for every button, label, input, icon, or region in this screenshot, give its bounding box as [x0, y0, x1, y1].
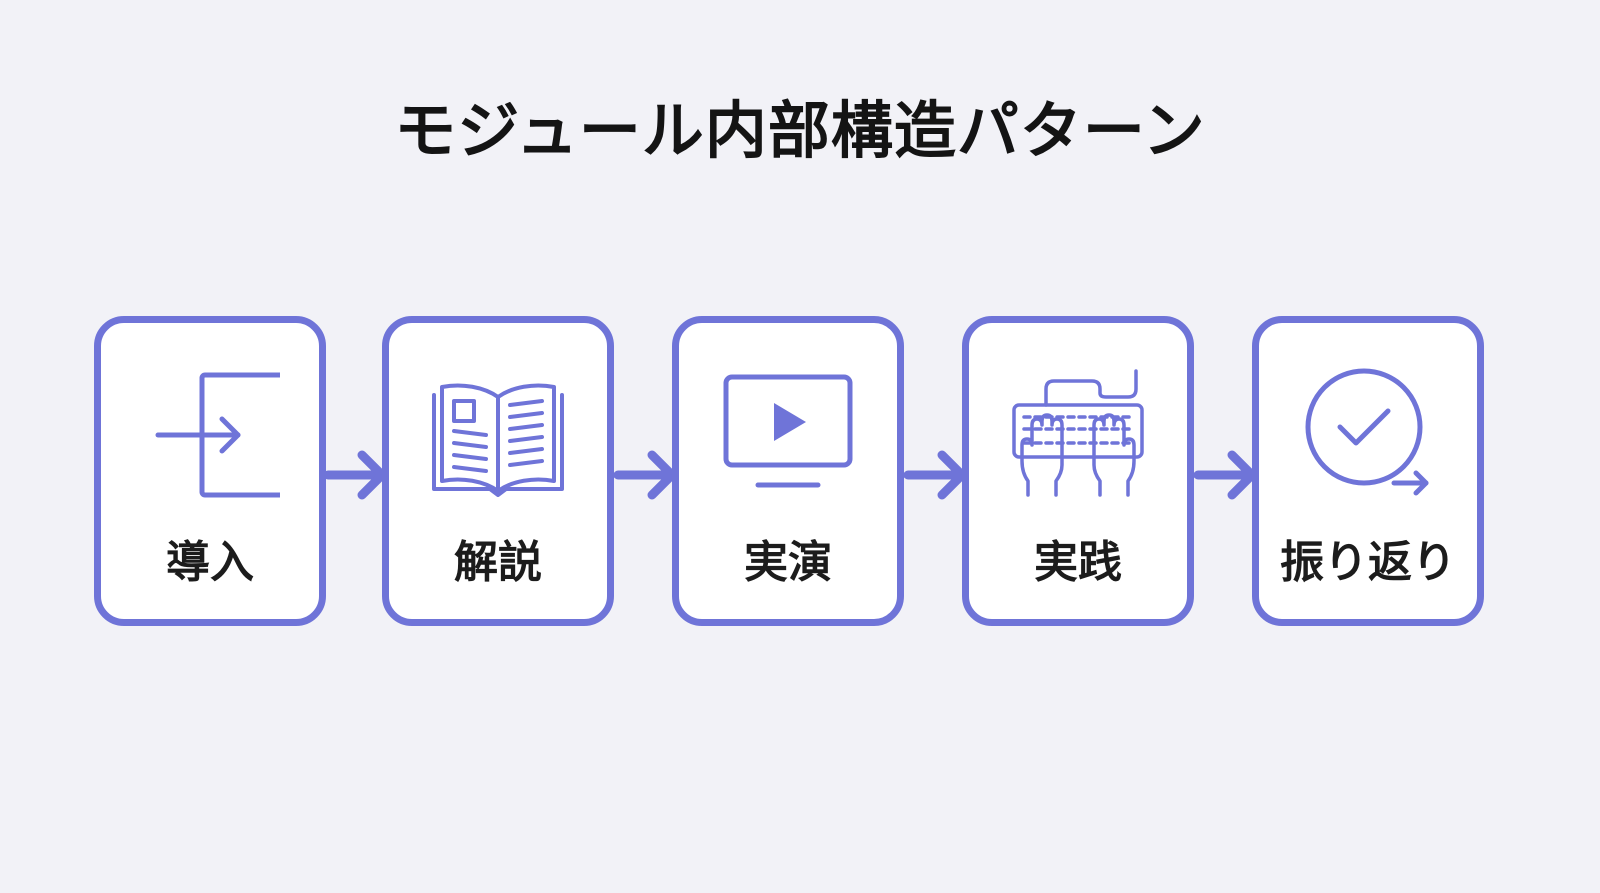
step-card-explanation: 解説: [382, 316, 614, 626]
open-book-icon: [428, 365, 568, 505]
check-circle-icon: [1298, 365, 1438, 505]
step-label: 振り返り: [1280, 537, 1456, 588]
step-label: 実演: [744, 537, 832, 588]
step-card-practice: 実践: [962, 316, 1194, 626]
step-card-reflection: 振り返り: [1252, 316, 1484, 626]
video-monitor-icon: [718, 365, 858, 505]
enter-icon: [140, 365, 280, 505]
diagram-title: モジュール内部構造パターン: [394, 94, 1206, 167]
step-card-intro: 導入: [94, 316, 326, 626]
step-label: 導入: [166, 537, 254, 588]
step-card-demonstration: 実演: [672, 316, 904, 626]
step-label: 実践: [1034, 537, 1122, 588]
keyboard-typing-icon: [1008, 365, 1148, 505]
step-label: 解説: [454, 537, 542, 588]
